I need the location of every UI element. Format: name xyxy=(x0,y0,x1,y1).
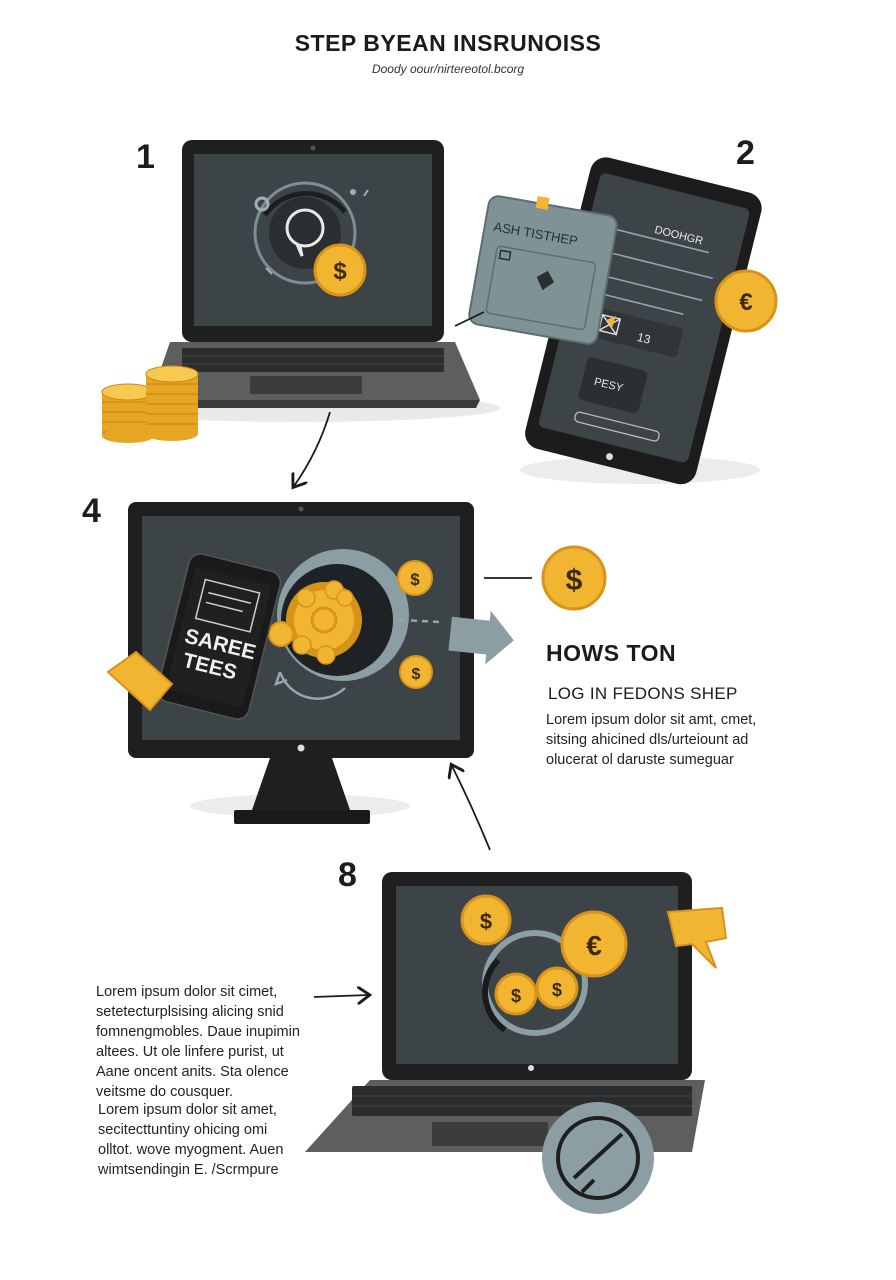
info-body-line: sitsing ahicined dls/urteiount ad xyxy=(546,732,749,748)
coin-stacks xyxy=(101,365,199,443)
message-bubble-icon xyxy=(666,906,728,969)
info-body-line: olucerat ol daruste sumeguar xyxy=(546,752,734,768)
dollar-icon: $ xyxy=(566,564,583,597)
coin-vault-icon xyxy=(273,549,441,700)
paragraph-line: altees. Ut ole linfere purist, ut xyxy=(96,1044,284,1060)
flow-arrow-8-to-4 xyxy=(452,766,491,851)
euro-icon: € xyxy=(740,290,752,315)
paragraph-line: secitecttuntiny ohicing omi xyxy=(98,1122,268,1138)
smartphone-icon xyxy=(156,553,282,720)
paragraph-line: setetecturplsising alicing snid xyxy=(96,1004,284,1020)
step-number-4: 4 xyxy=(82,492,101,530)
bottom-paragraph-1: Lorem ipsum dolor sit cimet, setetecturp… xyxy=(96,982,300,1102)
euro-icon: € xyxy=(586,930,602,961)
paragraph-line: Lorem ipsum dolor sit amet, xyxy=(98,1102,277,1118)
flow-arrow-text-to-8 xyxy=(313,995,368,997)
info-heading: HOWS TON xyxy=(546,640,677,666)
dollar-icon: $ xyxy=(480,909,492,934)
paragraph-line: Aane oncent anits. Sta olence xyxy=(96,1064,289,1080)
coin-cycle-icon xyxy=(460,894,628,1036)
pointer-icon xyxy=(606,316,616,328)
flow-arrow-1-to-4 xyxy=(294,411,331,486)
paragraph-line: Lorem ipsum dolor sit cimet, xyxy=(96,984,278,1000)
step-number-8: 8 xyxy=(338,856,357,894)
step-number-1: 1 xyxy=(136,138,155,176)
dollar-icon: $ xyxy=(511,986,521,1006)
info-body-line: Lorem ipsum dolor sit amt, cmet, xyxy=(546,712,757,728)
login-user-icon xyxy=(253,181,369,285)
dollar-icon: $ xyxy=(552,980,562,1000)
dollar-icon: $ xyxy=(412,666,421,683)
card-tag-icon xyxy=(106,650,174,712)
no-tool-icon xyxy=(542,1102,654,1214)
info-subheading: LOG IN FEDONS SHEP xyxy=(548,684,738,703)
step-number-2: 2 xyxy=(736,134,755,172)
page-title: STEP BYEAN INSRUNOISS xyxy=(294,30,602,56)
flow-arrow-icon xyxy=(448,610,514,665)
info-body: Lorem ipsum dolor sit amt, cmet, sitsing… xyxy=(546,710,756,770)
tablet-code-value: 13 xyxy=(636,330,653,347)
connector-line xyxy=(454,311,485,327)
dollar-icon: $ xyxy=(333,258,347,285)
dollar-coin-small xyxy=(268,560,433,689)
form-card xyxy=(468,195,618,345)
paragraph-line: wimtsendingin E. /Scrmpure xyxy=(98,1162,279,1178)
dollar-coin-large xyxy=(541,545,607,611)
bottom-paragraph-2: Lorem ipsum dolor sit amet, secitecttunt… xyxy=(98,1100,283,1180)
dollar-icon: $ xyxy=(410,570,420,589)
paragraph-line: olltot. wove myogment. Auen xyxy=(98,1142,284,1158)
paragraph-line: veitsme do cousquer. xyxy=(96,1084,234,1100)
page-subtitle: Doody oour/nirtereotol.bcorg xyxy=(371,62,525,76)
paragraph-line: fomnengmobles. Daue inupimin xyxy=(96,1024,300,1040)
